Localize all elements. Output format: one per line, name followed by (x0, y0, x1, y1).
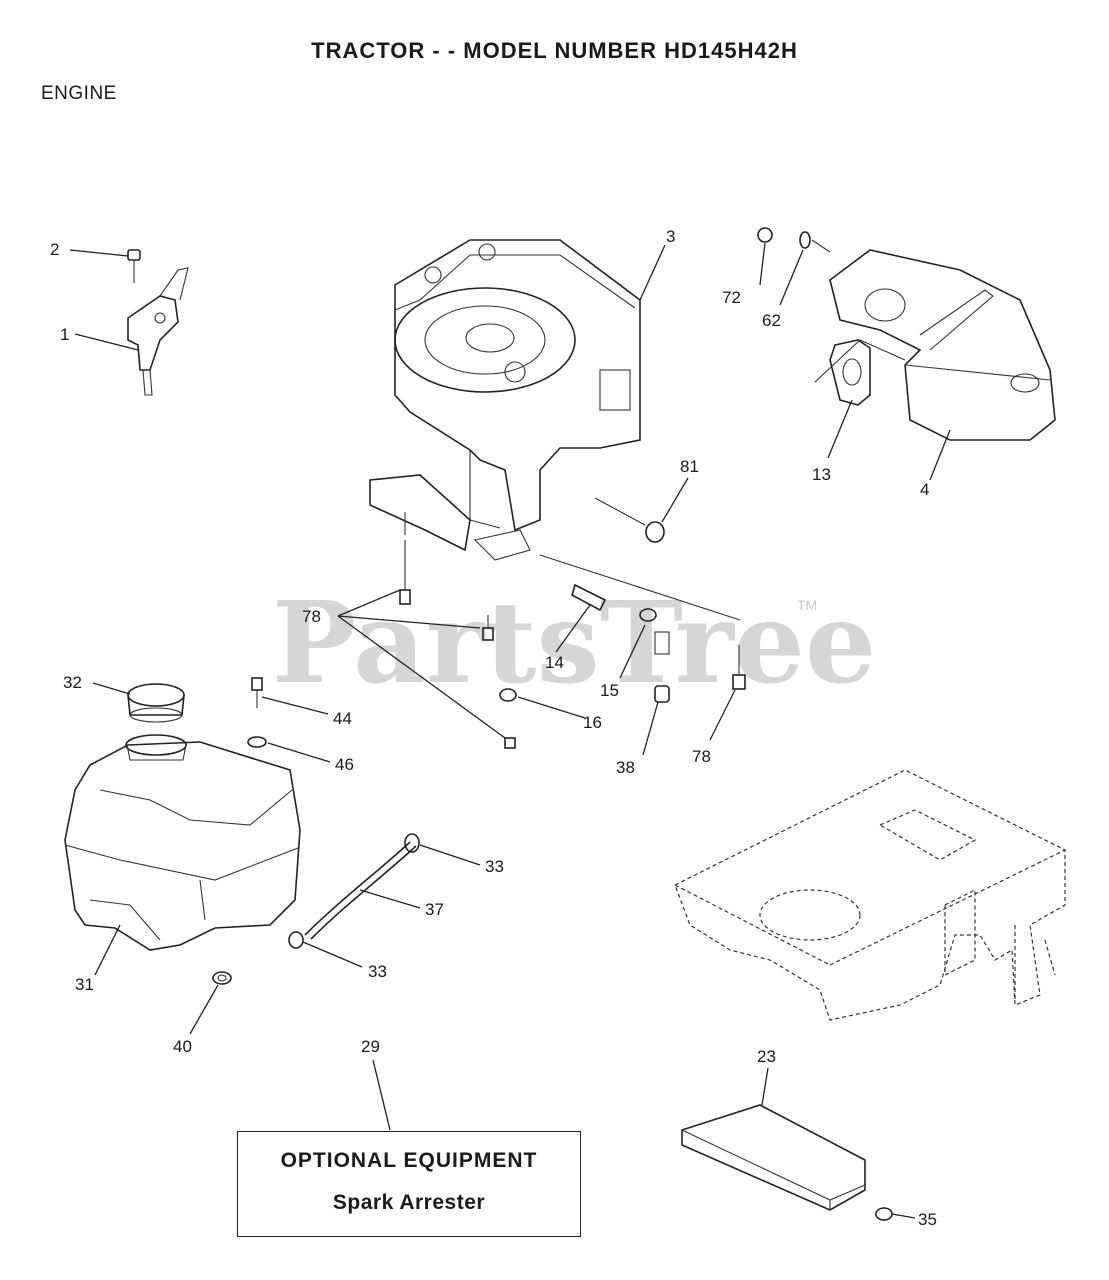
callout-40: 40 (173, 1037, 192, 1056)
part-nut-81[interactable] (594, 497, 665, 543)
part-gasket-13[interactable] (814, 339, 906, 406)
part-washer-72[interactable] (757, 227, 773, 243)
callout-38: 38 (616, 758, 635, 777)
callout-33-upper: 33 (485, 857, 504, 876)
callout-1: 1 (60, 325, 69, 344)
part-clamp-33-upper[interactable] (404, 833, 420, 853)
part-bushing-15[interactable] (639, 608, 670, 655)
callout-15: 15 (600, 681, 619, 700)
part-bolt-78-a[interactable] (399, 540, 411, 605)
part-spacer-14[interactable] (571, 583, 607, 612)
callout-46: 46 (335, 755, 354, 774)
part-grommet-40[interactable] (212, 971, 232, 985)
part-nut-38[interactable] (654, 685, 670, 703)
part-bracket-23[interactable] (681, 1104, 866, 1211)
optional-equipment-title: OPTIONAL EQUIPMENT (280, 1149, 538, 1172)
callout-16: 16 (583, 713, 602, 732)
part-lockwasher-62[interactable] (799, 231, 831, 253)
part-screw-2[interactable] (127, 249, 141, 283)
callout-32: 32 (63, 673, 82, 692)
callout-29: 29 (361, 1037, 380, 1056)
callout-23: 23 (757, 1047, 776, 1066)
part-muffler[interactable] (829, 249, 1056, 441)
part-chassis-frame[interactable] (674, 769, 1066, 1021)
part-fuel-cap[interactable] (127, 683, 185, 723)
optional-equipment-box: OPTIONAL EQUIPMENT Spark Arrester (237, 1131, 581, 1237)
callout-81: 81 (680, 457, 699, 476)
leader-lines (69, 242, 951, 1219)
callout-14: 14 (545, 653, 564, 672)
part-bolt-78-d[interactable] (732, 645, 746, 690)
part-fuel-tank[interactable] (64, 734, 301, 951)
part-screw-35[interactable] (875, 1207, 893, 1221)
part-engine[interactable] (394, 239, 641, 532)
watermark: PartsTree (272, 578, 876, 709)
watermark-tm: TM (797, 597, 817, 613)
part-washer-16[interactable] (499, 688, 517, 702)
part-throttle-bracket[interactable] (127, 267, 189, 396)
part-fuel-line[interactable] (304, 841, 417, 940)
part-washer-46[interactable] (247, 736, 267, 748)
callout-33-lower: 33 (368, 962, 387, 981)
callout-13: 13 (812, 465, 831, 484)
callout-31: 31 (75, 975, 94, 994)
callout-72: 72 (722, 288, 741, 307)
part-clamp-33-lower[interactable] (288, 931, 304, 949)
callout-37: 37 (425, 900, 444, 919)
callout-3: 3 (666, 227, 675, 246)
part-engine-base[interactable] (369, 474, 741, 621)
part-bolt-78-b[interactable] (482, 615, 494, 641)
callout-44: 44 (333, 709, 352, 728)
callout-2: 2 (50, 240, 59, 259)
optional-equipment-item: Spark Arrester (332, 1191, 486, 1214)
part-bolt-78-c[interactable] (504, 737, 516, 749)
callout-35: 35 (918, 1210, 937, 1229)
callout-62: 62 (762, 311, 781, 330)
callout-78-right: 78 (692, 747, 711, 766)
section-label: ENGINE (41, 83, 117, 104)
part-screw-44[interactable] (251, 677, 263, 708)
callout-4: 4 (920, 480, 929, 499)
page-title: TRACTOR - - MODEL NUMBER HD145H42H (311, 38, 798, 63)
callout-78-left: 78 (302, 607, 321, 626)
